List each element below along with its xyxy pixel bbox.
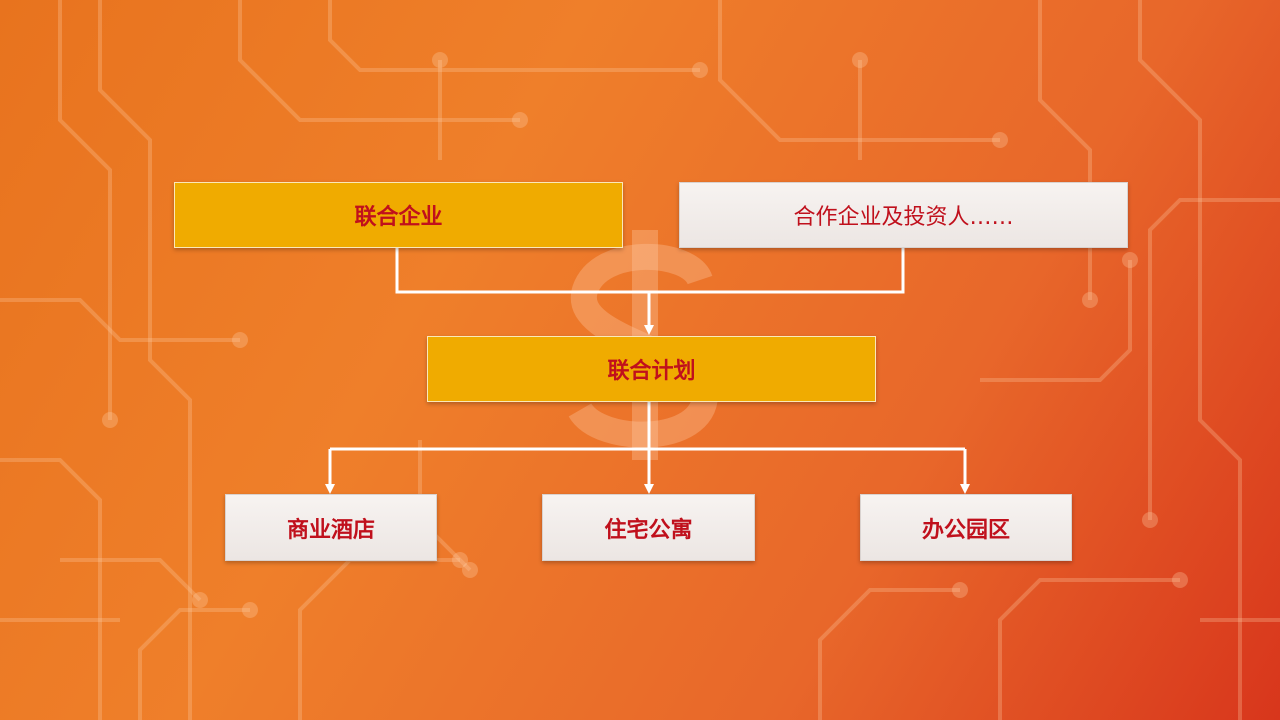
box-partners-investors-label: 合作企业及投资人……	[793, 205, 1014, 230]
box-joint-enterprise: 联合企业	[174, 182, 623, 248]
box-office-park-label: 办公园区	[921, 517, 1010, 543]
box-joint-plan: 联合计划	[427, 336, 876, 402]
box-joint-plan-label: 联合计划	[607, 359, 696, 384]
box-office-park: 办公园区	[860, 494, 1072, 561]
box-residential-apartment: 住宅公寓	[542, 494, 755, 561]
box-commercial-hotel-label: 商业酒店	[286, 517, 375, 543]
box-partners-investors: 合作企业及投资人……	[679, 182, 1128, 248]
box-commercial-hotel: 商业酒店	[225, 494, 437, 561]
connector-top-merge	[395, 248, 905, 294]
box-joint-enterprise-label: 联合企业	[354, 205, 443, 230]
box-residential-apartment-label: 住宅公寓	[604, 517, 693, 543]
